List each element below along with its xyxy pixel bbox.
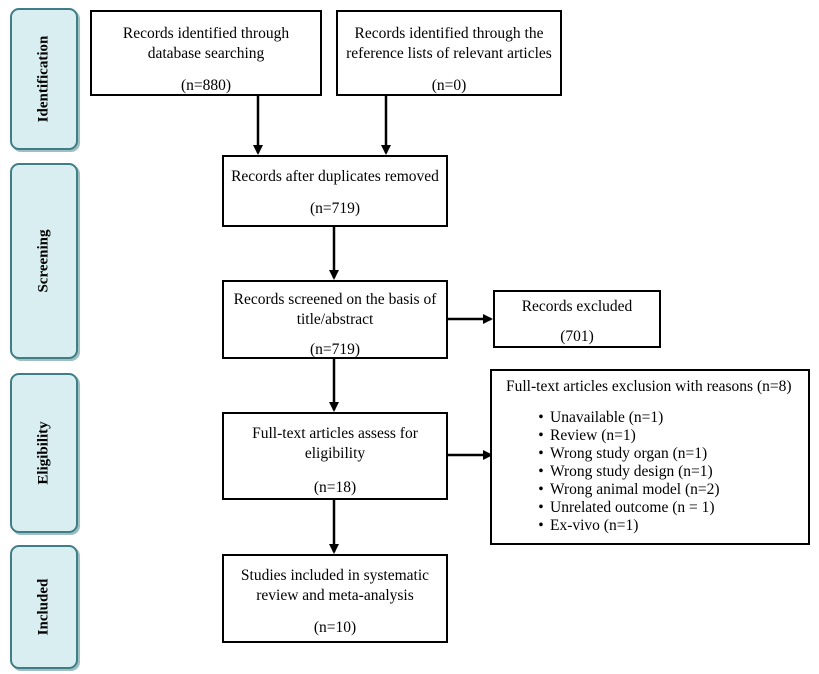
box-database-searching-line-2: database searching [147, 45, 265, 62]
exclusion-reason-item: • Unrelated outcome (n = 1) [532, 499, 808, 517]
box-fulltext-assessed-line-2: eligibility [304, 445, 366, 462]
exclusion-reason-text: Unrelated outcome (n = 1) [550, 499, 715, 516]
bullet-icon: • [538, 409, 544, 426]
box-reference-lists-line-2: reference lists of relevant articles [346, 45, 552, 62]
exclusion-reason-item: • Ex-vivo (n=1) [532, 517, 808, 535]
box-database-searching-line-1: Records identified through [122, 25, 290, 42]
exclusion-reason-item: • Wrong study organ (n=1) [532, 445, 808, 463]
box-screened-line-2: title/abstract [296, 311, 374, 328]
box-included-studies-line-1: Studies included in systematic [240, 567, 430, 584]
exclusion-reason-text: Wrong animal model (n=2) [550, 481, 720, 498]
box-fulltext-assessed: Full-text articles assess for eligibilit… [222, 412, 448, 500]
box-included-studies-count: (n=10) [313, 619, 357, 636]
box-duplicates-removed: Records after duplicates removed (n=719) [222, 155, 448, 227]
bullet-icon: • [538, 463, 544, 480]
exclusion-reason-text: Wrong study organ (n=1) [550, 445, 708, 462]
exclusion-reason-item: • Wrong animal model (n=2) [532, 481, 808, 499]
exclusion-reasons-list: • Unavailable (n=1) • Review (n=1) • Wrong … [506, 409, 808, 535]
exclusion-reason-text: Ex-vivo (n=1) [550, 517, 639, 534]
box-duplicates-removed-count: (n=719) [309, 200, 361, 217]
exclusion-reason-item: • Review (n=1) [532, 427, 808, 445]
exclusion-reason-item: • Unavailable (n=1) [532, 409, 808, 427]
exclusion-reason-item: • Wrong study design (n=1) [532, 463, 808, 481]
box-fulltext-exclusions-title: Full-text articles exclusion with reason… [506, 378, 792, 395]
box-included-studies-line-2: review and meta-analysis [256, 587, 414, 604]
exclusion-reason-text: Wrong study design (n=1) [550, 463, 713, 480]
box-fulltext-assessed-line-1: Full-text articles assess for [252, 425, 418, 442]
box-screened-line-1: Records screened on the basis of [233, 291, 437, 308]
bullet-icon: • [538, 427, 544, 444]
box-records-excluded: Records excluded (701) [493, 290, 661, 348]
exclusion-reason-text: Review (n=1) [550, 427, 636, 444]
box-database-searching-count: (n=880) [180, 77, 232, 94]
box-included-studies: Studies included in systematic review an… [222, 554, 448, 643]
box-reference-lists-line-1: Records identified through the [354, 25, 544, 42]
box-fulltext-exclusions: Full-text articles exclusion with reason… [490, 369, 810, 545]
bullet-icon: • [538, 481, 544, 498]
box-fulltext-assessed-count: (n=18) [313, 479, 357, 496]
box-duplicates-removed-line-1: Records after duplicates removed [231, 168, 439, 185]
bullet-icon: • [538, 517, 544, 534]
box-records-excluded-count: (701) [560, 328, 594, 345]
box-records-excluded-line-1: Records excluded [521, 298, 633, 315]
box-screened-count: (n=719) [309, 341, 361, 358]
bullet-icon: • [538, 445, 544, 462]
stage-eligibility: Eligibility [10, 373, 78, 533]
box-database-searching: Records identified through database sear… [90, 10, 322, 96]
bullet-icon: • [538, 499, 544, 516]
box-screened: Records screened on the basis of title/a… [222, 280, 448, 359]
box-reference-lists: Records identified through the reference… [336, 10, 562, 96]
box-reference-lists-count: (n=0) [431, 77, 467, 94]
stage-identification: Identification [10, 8, 78, 150]
stage-screening: Screening [10, 163, 78, 359]
stage-included: Included [10, 545, 78, 669]
exclusion-reason-text: Unavailable (n=1) [550, 409, 664, 426]
